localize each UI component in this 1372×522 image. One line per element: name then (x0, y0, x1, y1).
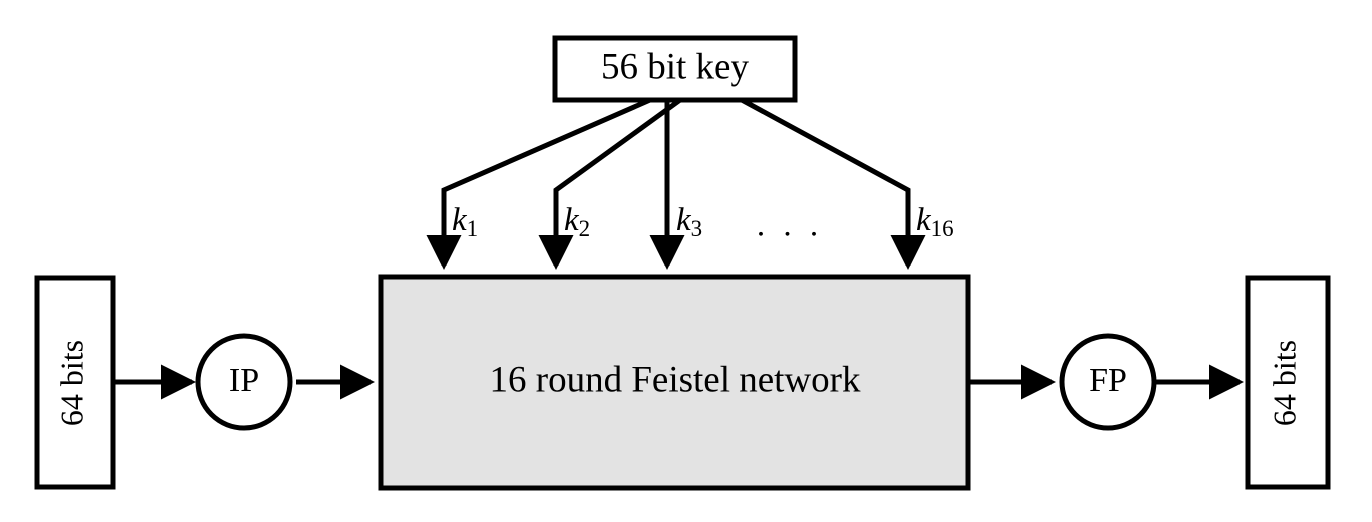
round-key-base-k16: k (916, 202, 932, 238)
round-key-base-k1: k (452, 202, 468, 238)
feistel-network-label: 16 round Feistel network (490, 359, 861, 400)
key-edge-k1 (426, 97, 652, 271)
round-key-label-k1: k1 (452, 202, 478, 242)
input-block (34, 275, 116, 490)
round-key-label-k2: k2 (564, 202, 590, 242)
round-key-subscript-k16: 16 (931, 216, 954, 241)
key-block (552, 35, 798, 103)
key-edge-k2 (538, 97, 682, 271)
output-block (1245, 275, 1331, 490)
round-keys-ellipsis: . . . (757, 208, 823, 244)
key-block-label: 56 bit key (601, 46, 749, 87)
round-key-base-k2: k (564, 202, 580, 238)
initial-permutation-label: IP (229, 362, 259, 399)
output-block-label: 64 bits (1266, 340, 1302, 426)
round-key-subscript-k2: 2 (579, 216, 591, 241)
initial-permutation-node (195, 333, 293, 431)
round-key-label-k16: k16 (916, 202, 954, 242)
round-key-label-k3: k3 (676, 202, 702, 242)
round-key-base-k3: k (676, 202, 692, 238)
final-permutation-node (1059, 333, 1157, 431)
input-block-label: 64 bits (53, 340, 89, 426)
round-key-subscript-k1: 1 (467, 216, 479, 241)
key-edge-k16 (740, 97, 926, 271)
final-permutation-label: FP (1089, 362, 1127, 399)
feistel-network-block (378, 274, 971, 491)
round-key-subscript-k3: 3 (691, 216, 703, 241)
